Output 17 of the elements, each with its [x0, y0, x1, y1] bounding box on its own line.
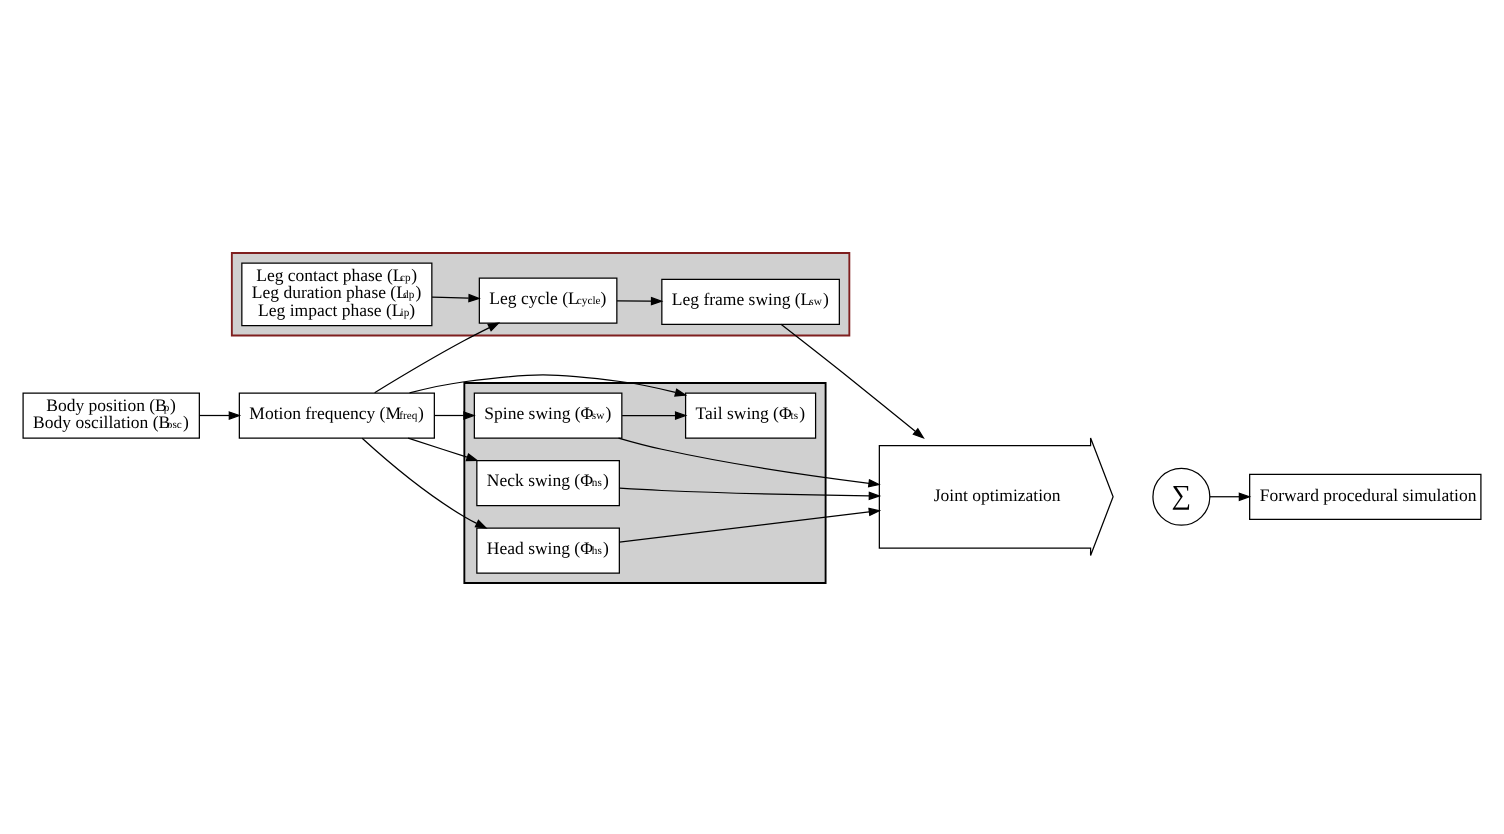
arrow [618, 486, 882, 500]
node-box: Forward procedural simulation [1249, 472, 1482, 519]
arrow [780, 322, 925, 439]
arrow [408, 373, 688, 396]
arrow [431, 292, 481, 302]
arrow [617, 436, 881, 487]
arrow [198, 410, 242, 419]
arrow [618, 506, 882, 542]
arrow [407, 436, 479, 461]
cluster [230, 251, 851, 336]
arrow [1209, 491, 1252, 501]
arrow [433, 410, 476, 419]
arrow [361, 436, 488, 528]
arrow [621, 410, 688, 419]
arrow [374, 321, 501, 393]
node-circle: ∑ [1152, 466, 1211, 525]
arrow [616, 295, 664, 305]
